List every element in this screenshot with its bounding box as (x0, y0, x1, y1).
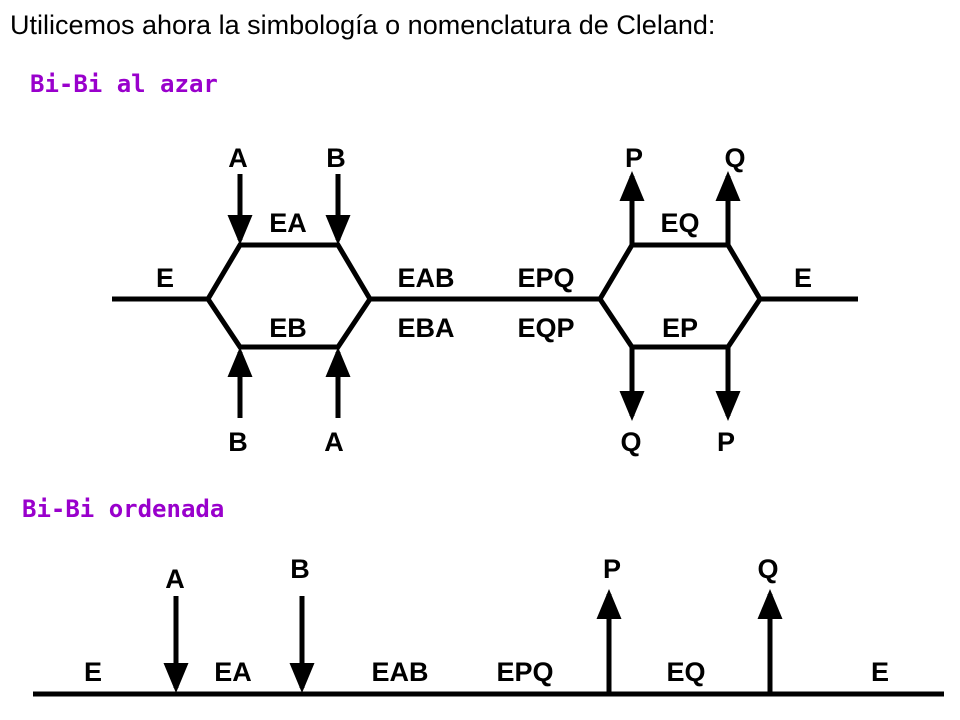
label-top-q: Q (724, 143, 745, 173)
label-top-p: P (625, 143, 643, 173)
label-epq: EPQ (517, 263, 574, 293)
ordered-label-epq: EPQ (496, 657, 553, 687)
ordered-label-ea: EA (214, 657, 252, 687)
section-heading-ordered: Bi-Bi ordenada (22, 495, 225, 523)
ordered-label-eq: EQ (666, 657, 705, 687)
label-top-a: A (228, 143, 248, 173)
ordered-label-b: B (290, 554, 310, 584)
ordered-label-a: A (165, 564, 185, 594)
label-ep: EP (662, 313, 698, 343)
label-eba: EBA (397, 313, 454, 343)
ordered-label-eab: EAB (371, 657, 428, 687)
label-eqp: EQP (517, 313, 574, 343)
section-heading-random: Bi-Bi al azar (30, 70, 218, 98)
label-bottom-q: Q (620, 427, 641, 457)
label-e-right: E (794, 263, 812, 293)
label-eab: EAB (397, 263, 454, 293)
label-bottom-b: B (228, 427, 248, 457)
label-top-b: B (326, 143, 346, 173)
ordered-label-e-left: E (84, 657, 102, 687)
ordered-label-e-right: E (871, 657, 889, 687)
ordered-mechanism (33, 589, 944, 697)
label-ea: EA (269, 208, 307, 238)
label-bottom-p: P (717, 427, 735, 457)
page-title: Utilicemos ahora la simbología o nomencl… (10, 10, 716, 40)
ordered-label-q: Q (757, 554, 778, 584)
random-mechanism (112, 171, 858, 421)
ordered-labels: A B P Q E EA EAB EPQ EQ E (84, 554, 889, 687)
label-eq: EQ (660, 208, 699, 238)
ordered-label-p: P (603, 554, 621, 584)
label-eb: EB (269, 313, 307, 343)
random-labels: A B P Q EA EQ E EAB EPQ E EB EBA EQP EP … (156, 143, 812, 457)
label-e-left: E (156, 263, 174, 293)
label-bottom-a: A (324, 427, 344, 457)
